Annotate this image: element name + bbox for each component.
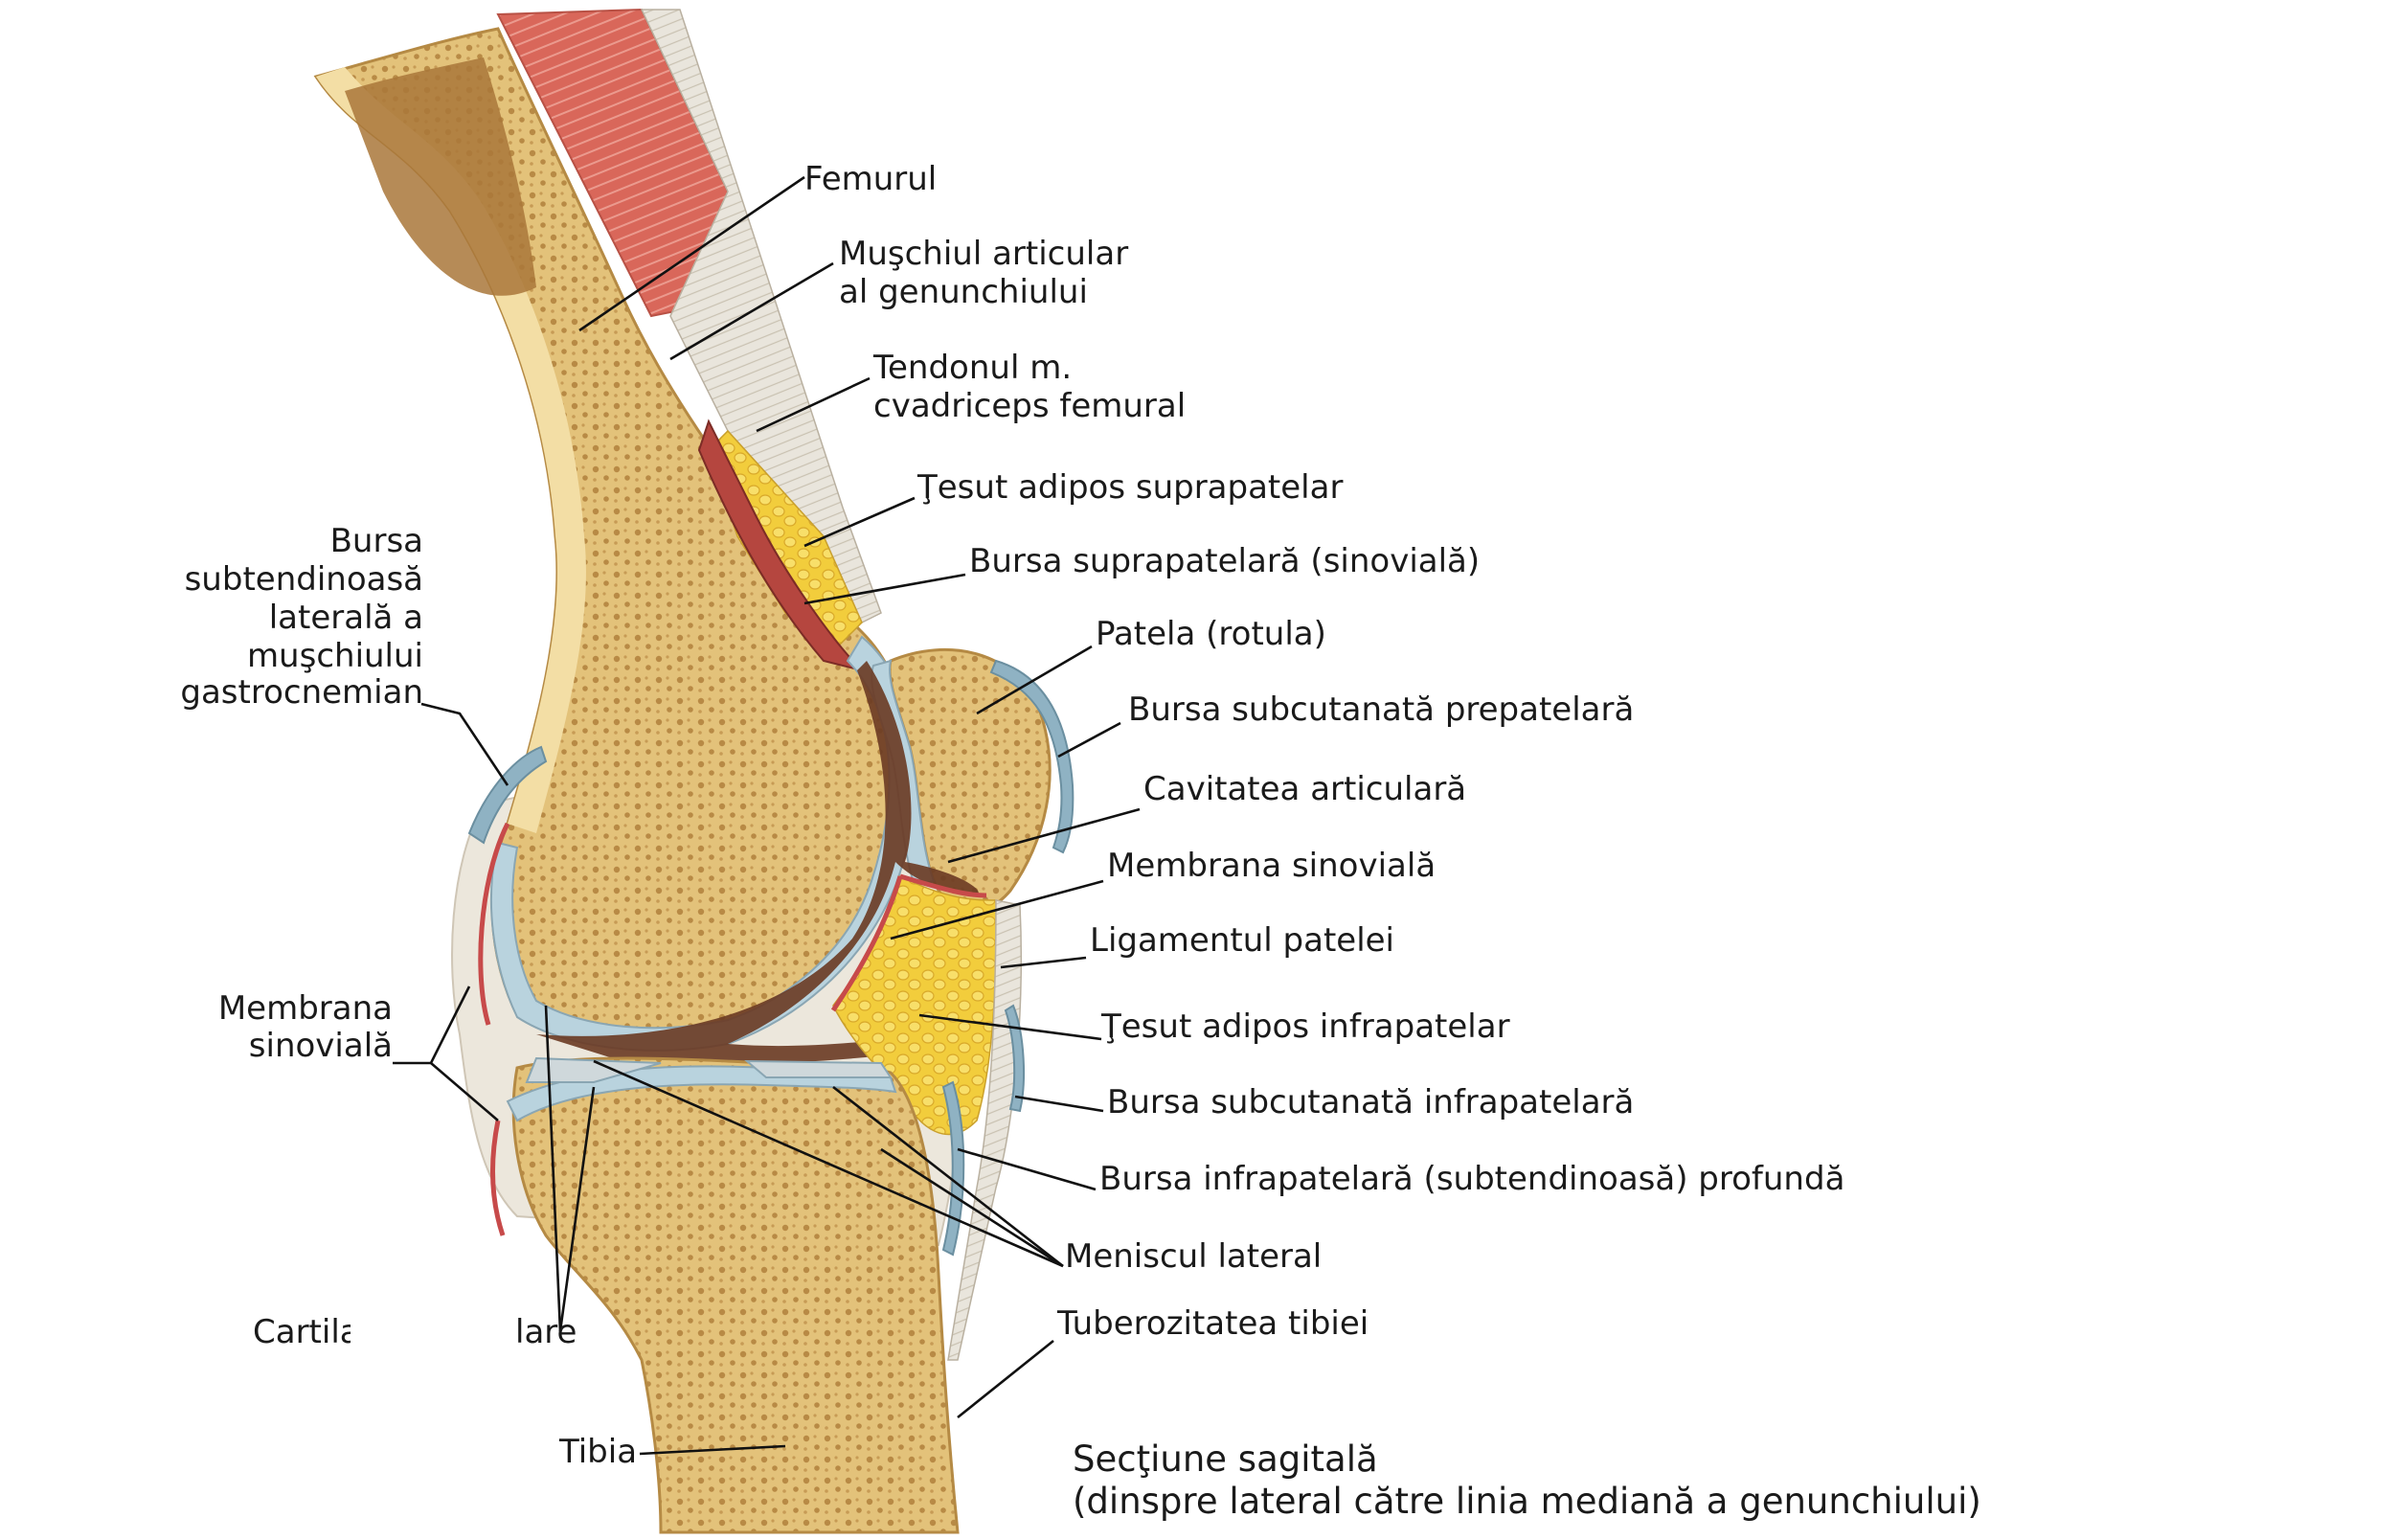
caption-line1: Secţiune sagitală [1073, 1438, 1378, 1480]
label-tibia: Tibia [558, 1433, 637, 1471]
label-articular-cartilage-left: Cartilaginea articulare [253, 1313, 616, 1351]
joint-cavity [536, 661, 979, 1064]
label-infrapatellar-fat: Ţesut adipos infrapatelar [1100, 1008, 1510, 1046]
femur-marrow [345, 57, 536, 296]
patellar-ligament [947, 899, 1023, 1361]
label-quadriceps-tendon-line1: Tendonul m. [872, 349, 1072, 387]
label-synovial-membrane-right: Membrana sinovială [1107, 847, 1436, 885]
label-articular-cartilage-group: Cartilaginea articulare lare [253, 1313, 616, 1351]
label-deep-infrapatellar-bursa: Bursa infrapatelară (subtendinoasă) prof… [1099, 1160, 1844, 1198]
label-articular-muscle-line1: Muşchiul articular [839, 235, 1128, 273]
label-prepatellar-bursa: Bursa subcutanată prepatelară [1128, 691, 1634, 729]
label-synovial-membrane-left-line2: sinovială [249, 1027, 393, 1065]
label-articular-cartilage-right: lare [515, 1313, 577, 1351]
label-tibial-tuberosity: Tuberozitatea tibiei [1056, 1304, 1369, 1343]
label-gastro-bursa-line2: subtendinoasă [185, 560, 423, 599]
label-subcutaneous-infrapatellar-bursa: Bursa subcutanată infrapatelară [1107, 1083, 1634, 1121]
label-lateral-meniscus: Meniscul lateral [1065, 1237, 1322, 1276]
label-joint-cavity: Cavitatea articulară [1143, 770, 1466, 808]
prepatellar-bursa [989, 659, 1075, 854]
gastrocnemius-bursa [467, 745, 548, 845]
label-articular-muscle-line2: al genunchiului [839, 273, 1088, 311]
synovial-membrane-posterior [478, 822, 510, 1236]
subcutaneous-infrapatellar-bursa [1004, 1004, 1026, 1113]
label-patella: Patela (rotula) [1096, 615, 1326, 653]
leader-lines [393, 175, 1141, 1456]
lateral-meniscus-anterior [744, 1059, 893, 1078]
label-suprapatellar-bursa: Bursa suprapatelară (sinovială) [969, 542, 1480, 580]
deep-infrapatellar-bursa [941, 1080, 965, 1257]
caption-line2: (dinspre lateral către linia mediană a g… [1073, 1481, 1981, 1522]
lateral-meniscus-posterior [525, 1056, 662, 1083]
label-quadriceps-tendon-line2: cvadriceps femural [873, 387, 1186, 425]
label-femur: Femurul [804, 160, 937, 198]
suprapatellar-bursa [697, 419, 866, 672]
label-patellar-ligament: Ligamentul patelei [1090, 921, 1394, 960]
synovial-membrane-anterior [830, 873, 987, 1012]
label-gastro-bursa-line5: gastrocnemian [180, 673, 423, 712]
label-gastro-bursa-line3: laterală a [269, 599, 423, 637]
label-suprapatellar-fat: Ţesut adipos suprapatelar [916, 468, 1343, 507]
label-synovial-membrane-left-line1: Membrana [218, 989, 393, 1028]
label-gastro-bursa-line4: muşchiului [247, 637, 423, 675]
label-gastro-bursa-line1: Bursa [330, 522, 423, 560]
